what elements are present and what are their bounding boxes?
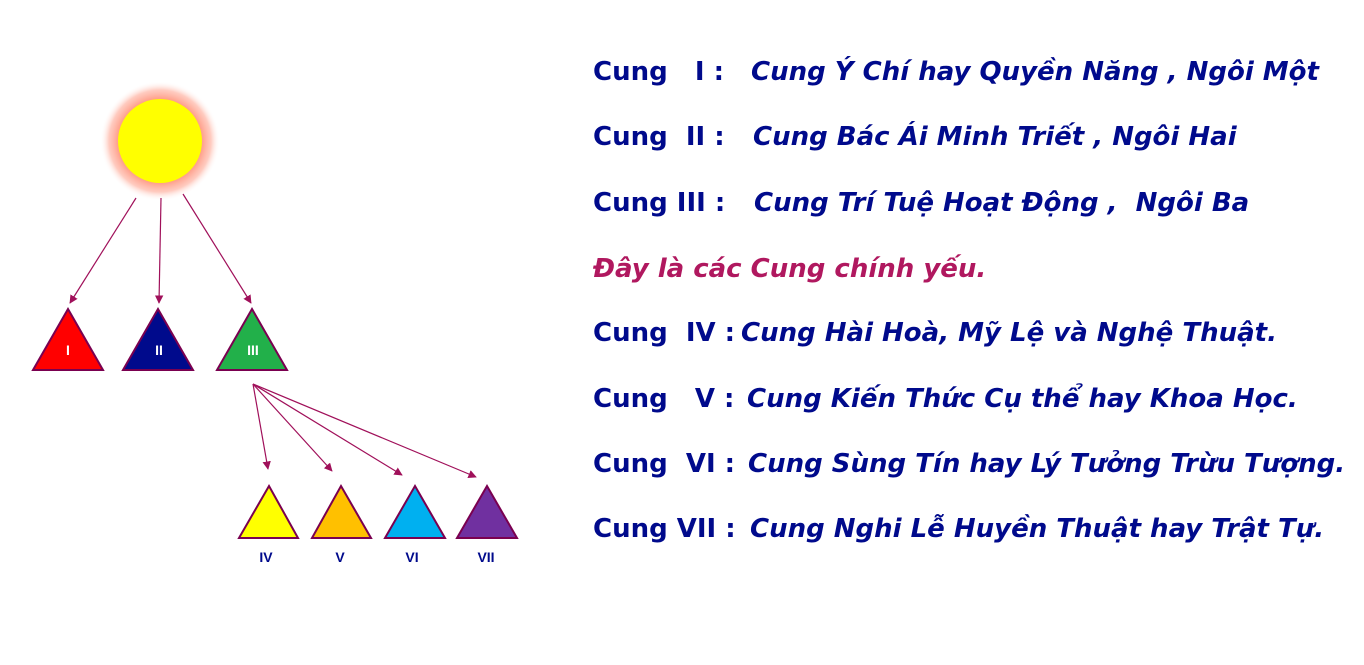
legend-line-ray-I: Cung I : Cung Ý Chí hay Quyền Năng , Ngôi… (593, 55, 1319, 89)
legend-line-ray-II: Cung II : Cung Bác Ái Minh Triết , Ngôi H… (593, 120, 1237, 154)
label-ray-II: II (155, 342, 163, 358)
legend-prefix: Cung IV : (593, 318, 736, 348)
legend-line-ray-IV: Cung IV :Cung Hài Hoà, Mỹ Lệ và Nghệ Thu… (593, 316, 1277, 350)
legend-prefix: Cung VII : (593, 514, 736, 544)
rays-diagram (31, 81, 519, 539)
primary-arrows (69, 193, 252, 304)
legend-desc: Cung Kiến Thức Cụ thể hay Khoa Học. (747, 384, 1298, 414)
sun-icon (100, 81, 220, 201)
label-ray-VI: VI (405, 549, 419, 565)
legend-prefix: Cung V : (593, 384, 735, 414)
triangle-ray-II (121, 306, 195, 371)
triangle-ray-V (310, 483, 373, 539)
legend-desc: Cung Trí Tuệ Hoạt Động , Ngôi Ba (754, 188, 1250, 218)
triangle-ray-I (31, 306, 105, 371)
legend-note: Đây là các Cung chính yếu. (593, 254, 987, 284)
legend-desc: Cung Ý Chí hay Quyền Năng , Ngôi Một (751, 57, 1319, 87)
label-ray-IV: IV (259, 549, 273, 565)
legend-desc: Cung Hài Hoà, Mỹ Lệ và Nghệ Thuật. (741, 318, 1277, 348)
triangle-ray-VI (383, 483, 447, 539)
legend-desc: Cung Bác Ái Minh Triết , Ngôi Hai (753, 122, 1237, 152)
triangle-ray-VII (455, 483, 519, 539)
triangle-ray-IV (237, 483, 300, 539)
legend-prefix: Cung I : (593, 57, 724, 87)
legend-desc: Cung Sùng Tín hay Lý Tưởng Trừu Tượng. (748, 449, 1346, 479)
legend-line-ray-V: Cung V : Cung Kiến Thức Cụ thể hay Khoa H… (593, 382, 1298, 416)
legend-line-ray-VII: Cung VII : Cung Nghi Lễ Huyền Thuật hay T… (593, 512, 1324, 546)
label-ray-III: III (247, 342, 259, 358)
legend-line-ray-VI: Cung VI : Cung Sùng Tín hay Lý Tưởng Trừu… (593, 447, 1345, 481)
label-ray-V: V (335, 549, 345, 565)
legend-prefix: Cung III : (593, 188, 726, 218)
secondary-arrows (252, 383, 477, 478)
label-ray-I: I (66, 342, 70, 358)
legend-prefix: Cung II : (593, 122, 725, 152)
legend-prefix: Cung VI : (593, 449, 736, 479)
legend-line-ray-III: Cung III : Cung Trí Tuệ Hoạt Động , Ngôi … (593, 186, 1249, 220)
legend-desc: Cung Nghi Lễ Huyền Thuật hay Trật Tự. (750, 514, 1325, 544)
triangle-ray-III (215, 306, 289, 371)
label-ray-VII: VII (477, 549, 495, 565)
